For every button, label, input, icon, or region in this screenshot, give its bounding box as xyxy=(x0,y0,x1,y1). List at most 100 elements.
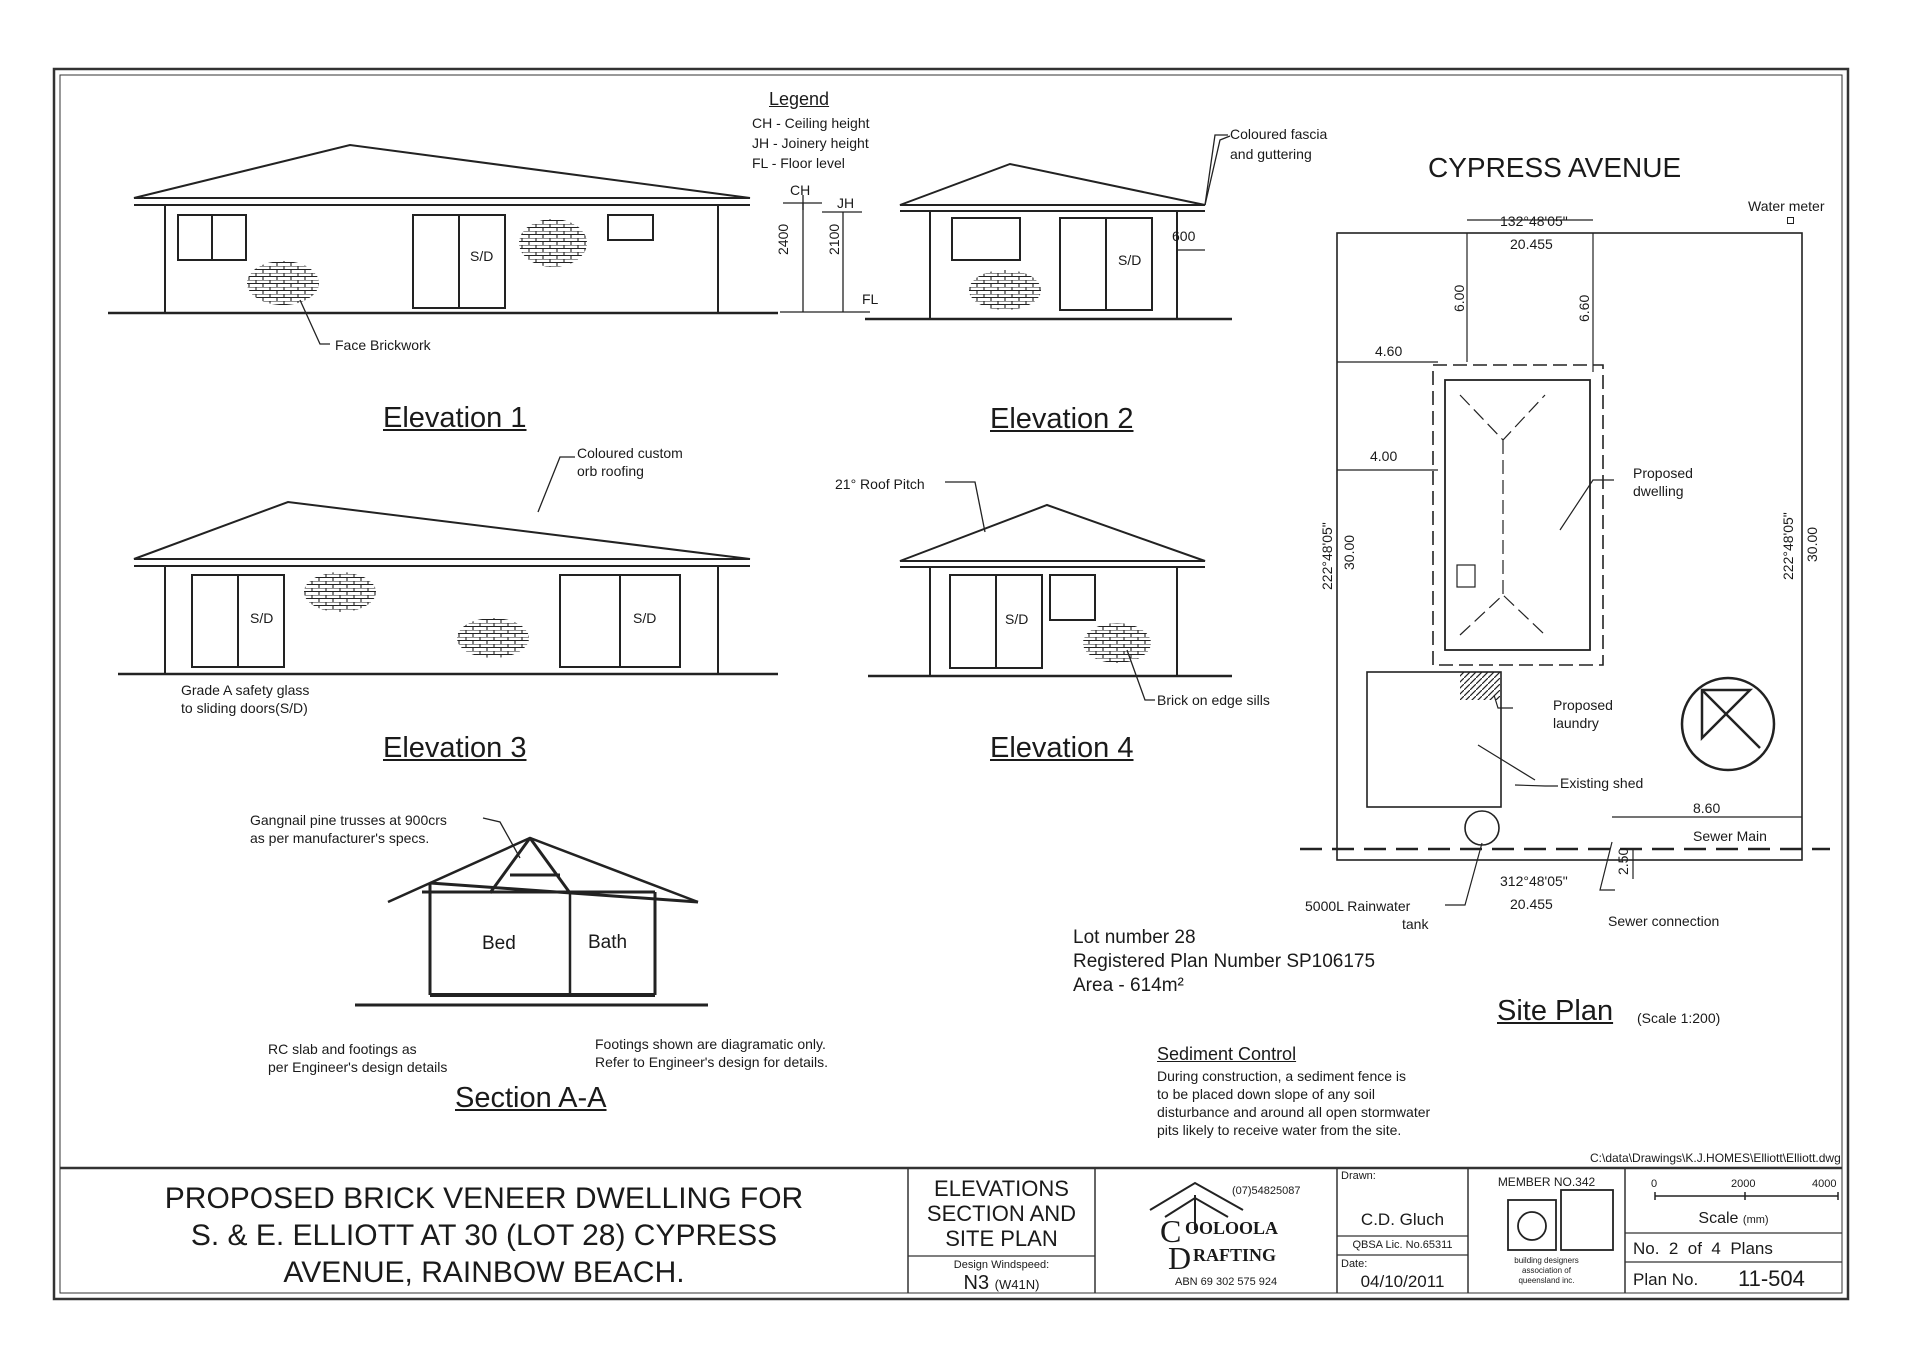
tank-label-2: tank xyxy=(1402,916,1429,932)
legend-item-fl: FL - Floor level xyxy=(752,155,845,171)
sheet-title-line-3: SITE PLAN xyxy=(945,1226,1058,1251)
scale-label: Scale (mm) xyxy=(1625,1210,1842,1228)
street-name: CYPRESS AVENUE xyxy=(1428,152,1682,183)
windspeed-value: N3 (W41N) xyxy=(908,1272,1095,1295)
company-name-1: OOLOOLA xyxy=(1185,1218,1279,1238)
sheet-title: ELEVATIONS SECTION AND SITE PLAN xyxy=(908,1176,1095,1251)
note-glass-1: Grade A safety glass xyxy=(181,682,310,698)
dim-8-60: 8.60 xyxy=(1693,800,1721,816)
dim-2100: 2100 xyxy=(826,223,842,255)
note-trusses-2: as per manufacturer's specs. xyxy=(250,830,430,846)
sediment-line: pits likely to receive water from the si… xyxy=(1157,1122,1402,1138)
windspeed-sub: (W41N) xyxy=(994,1277,1040,1292)
note-footings-2: Refer to Engineer's design for details. xyxy=(595,1054,829,1070)
lot-area: Area - 614m² xyxy=(1073,975,1184,996)
sediment-line: During construction, a sediment fence is xyxy=(1157,1068,1407,1084)
bearing-right: 222°48'05" xyxy=(1780,512,1796,580)
company-name-2: RAFTING xyxy=(1193,1245,1277,1265)
note-trusses-1: Gangnail pine trusses at 900crs xyxy=(250,812,447,828)
dim-left: 30.00 xyxy=(1341,534,1357,570)
legend-item-ch: CH - Ceiling height xyxy=(752,115,870,131)
water-meter-label: Water meter xyxy=(1748,198,1825,214)
ch-marker: CH xyxy=(790,182,811,198)
scale-unit: (mm) xyxy=(1742,1214,1769,1226)
member-number: MEMBER NO.342 xyxy=(1497,1175,1596,1189)
scale-tick-2000: 2000 xyxy=(1731,1178,1756,1190)
association-text: building designers association of queens… xyxy=(1468,1256,1625,1286)
note-fascia-1: Coloured fascia xyxy=(1230,126,1328,142)
sheet-title-line-1: ELEVATIONS xyxy=(934,1176,1069,1201)
site-plan-drawing xyxy=(1300,219,1830,906)
height-dimensions xyxy=(780,195,870,313)
dim-6-00: 6.00 xyxy=(1451,284,1467,312)
file-path: C:\data\Drawings\K.J.HOMES\Elliott\Ellio… xyxy=(1590,1151,1841,1165)
date-label: Date: xyxy=(1341,1258,1368,1270)
company-d-glyph: D xyxy=(1168,1240,1192,1276)
windspeed-class: N3 xyxy=(963,1272,990,1294)
elevation-3-drawing xyxy=(118,456,778,676)
note-sills: Brick on edge sills xyxy=(1157,692,1270,708)
qbsa-licence: QBSA Lic. No.65311 xyxy=(1352,1239,1453,1251)
lot-number: Lot number 28 xyxy=(1073,927,1196,948)
date-value: 04/10/2011 xyxy=(1360,1272,1445,1291)
project-title: PROPOSED BRICK VENEER DWELLING FOR S. & … xyxy=(60,1180,908,1291)
dim-4-60: 4.60 xyxy=(1375,343,1403,359)
project-title-line-1: PROPOSED BRICK VENEER DWELLING FOR xyxy=(164,1182,804,1215)
north-arrow-icon xyxy=(1680,676,1776,772)
note-slab-2: per Engineer's design details xyxy=(268,1059,448,1075)
dim-bottom: 20.455 xyxy=(1510,896,1553,912)
coloola-logo xyxy=(1149,1181,1244,1230)
note-footings-1: Footings shown are diagramatic only. xyxy=(595,1036,826,1052)
elevation-1-drawing xyxy=(108,143,778,345)
jh-marker: JH xyxy=(837,195,855,211)
windspeed-label: Design Windspeed: xyxy=(953,1259,1050,1271)
shed-label: Existing shed xyxy=(1560,775,1644,791)
company-abn: ABN 69 302 575 924 xyxy=(1175,1276,1278,1288)
elevation-1-title: Elevation 1 xyxy=(383,402,527,434)
scale-tick-4000: 4000 xyxy=(1812,1178,1837,1190)
note-fascia-2: and guttering xyxy=(1230,146,1312,162)
note-glass-2: to sliding doors(S/D) xyxy=(181,700,308,716)
dim-4-00: 4.00 xyxy=(1370,448,1398,464)
door-label: S/D xyxy=(633,610,657,626)
bdaq-logo xyxy=(1507,1189,1614,1251)
door-label: S/D xyxy=(1005,611,1029,627)
fl-marker: FL xyxy=(862,291,879,307)
bearing-left: 222°48'05" xyxy=(1319,522,1335,590)
scale-bar xyxy=(1654,1192,1839,1200)
section-a-a-drawing xyxy=(355,817,708,1007)
elevation-2-drawing xyxy=(865,135,1232,321)
project-title-line-2: S. & E. ELLIOTT AT 30 (LOT 28) CYPRESS xyxy=(190,1219,778,1252)
sewer-main-label: Sewer Main xyxy=(1693,828,1767,844)
elevation-2-title: Elevation 2 xyxy=(990,403,1134,435)
door-label: S/D xyxy=(470,248,494,264)
sediment-line: disturbance and around all open stormwat… xyxy=(1157,1104,1431,1120)
door-label: S/D xyxy=(250,610,274,626)
plan-count: No. 2 of 4 Plans xyxy=(1633,1239,1773,1258)
plan-no-label: Plan No. xyxy=(1633,1270,1699,1289)
drawn-value: C.D. Gluch xyxy=(1360,1210,1445,1229)
bearing-bottom: 312°48'05" xyxy=(1500,873,1568,889)
legend-item-jh: JH - Joinery height xyxy=(752,135,869,151)
water-meter-icon xyxy=(1787,217,1794,224)
sheet-border xyxy=(52,67,1850,1301)
sheet-title-line-2: SECTION AND xyxy=(926,1201,1077,1226)
assoc-line-3: queensland inc. xyxy=(1518,1276,1575,1285)
dwelling-label-2: dwelling xyxy=(1633,483,1684,499)
dim-6-60: 6.60 xyxy=(1576,294,1592,322)
plan-no-value: 11-504 xyxy=(1738,1266,1805,1291)
bearing-top: 132°48'05" xyxy=(1500,213,1568,229)
site-plan-scale: (Scale 1:200) xyxy=(1637,1010,1721,1026)
site-plan-title: Site Plan xyxy=(1497,995,1614,1027)
elevation-4-drawing xyxy=(868,481,1232,701)
dim-top: 20.455 xyxy=(1510,236,1553,252)
elevation-3-title: Elevation 3 xyxy=(383,732,527,764)
sewer-connection-label: Sewer connection xyxy=(1608,913,1720,929)
drawn-label: Drawn: xyxy=(1341,1170,1376,1182)
dwelling-label-1: Proposed xyxy=(1633,465,1693,481)
dim-right: 30.00 xyxy=(1804,526,1820,562)
sediment-title: Sediment Control xyxy=(1157,1044,1297,1064)
laundry-label-1: Proposed xyxy=(1553,697,1613,713)
